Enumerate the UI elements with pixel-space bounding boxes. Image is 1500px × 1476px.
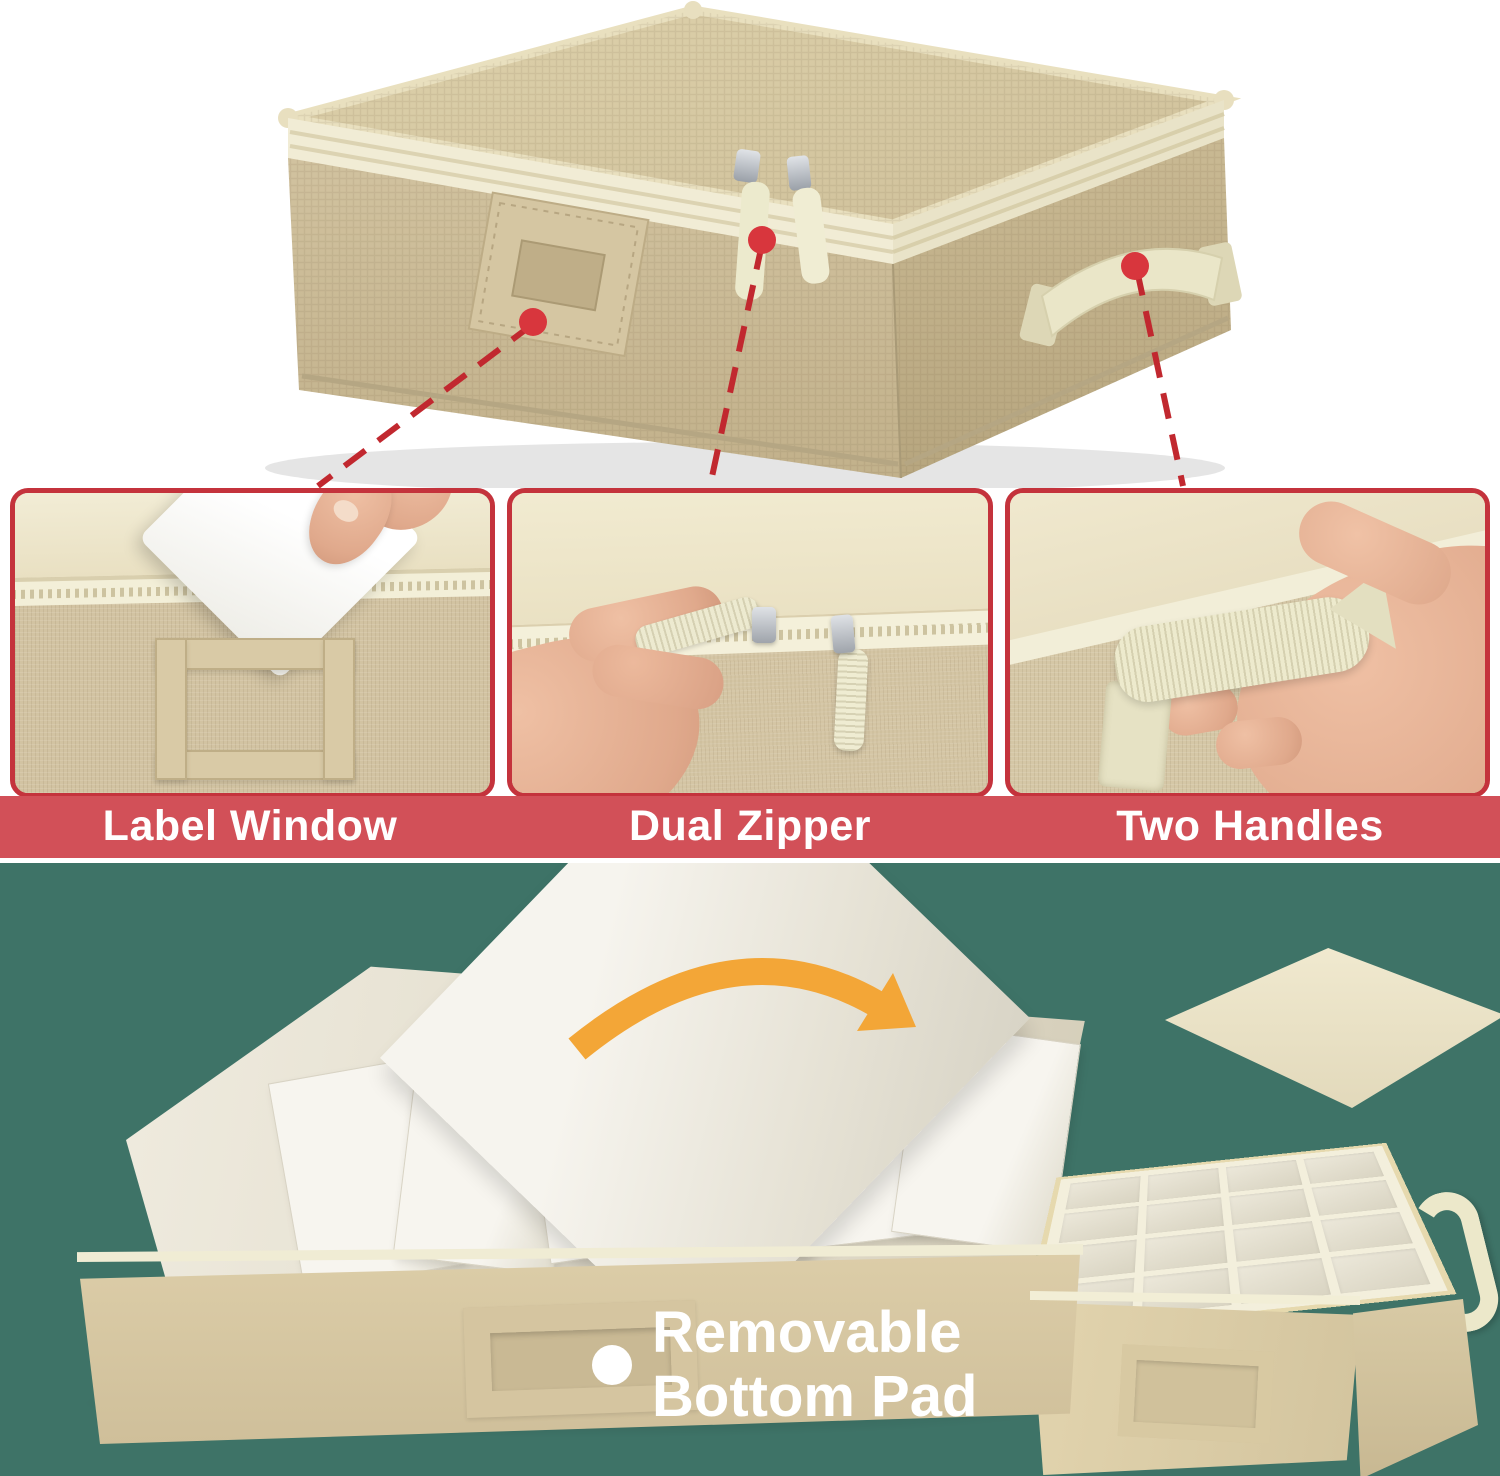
box-corner-seam <box>892 263 902 479</box>
label-window <box>467 191 650 358</box>
box-shadow <box>265 442 1225 488</box>
box-with-divider-grid <box>1015 948 1500 1476</box>
red-dot-marker-two-handles <box>1121 252 1149 280</box>
grid-cell <box>1232 1221 1321 1262</box>
grid-cell <box>1147 1167 1221 1202</box>
grid-cell <box>1058 1205 1139 1244</box>
red-dot-marker-label-window <box>519 308 547 336</box>
red-dot-marker-dual-zipper <box>748 226 776 254</box>
connector-label-window <box>316 321 535 488</box>
label-window <box>1117 1344 1275 1444</box>
banner-label-label-window: Label Window <box>102 802 398 850</box>
zipper-rim-side <box>893 100 1224 266</box>
banner-label-dual-zipper: Dual Zipper <box>628 802 872 850</box>
open-box-with-pad <box>35 863 1135 1444</box>
bottom-section: Removable Bottom Pad <box>0 863 1500 1476</box>
feature-panel-label-window <box>10 488 496 798</box>
grid-cell <box>1303 1151 1385 1184</box>
box-lid-texture <box>288 10 1224 224</box>
zipper-coil-lines <box>892 112 1225 254</box>
feature-panels <box>0 488 1500 798</box>
zipper-slider <box>830 614 856 654</box>
label-pocket-right <box>323 638 355 780</box>
grid-cell <box>1320 1211 1413 1253</box>
storage-box-illustration <box>265 1 1242 488</box>
zipper-coil-lines <box>289 130 894 254</box>
feature-banner: Label Window Dual Zipper Two Handles <box>0 796 1500 863</box>
curved-arrow-icon <box>552 911 942 1081</box>
grid-cell <box>1225 1159 1303 1193</box>
label-pocket-top <box>155 638 355 670</box>
box-side-face <box>1353 1299 1478 1476</box>
lid-corner-tuft <box>684 1 702 19</box>
label-pocket-bottom <box>155 750 355 780</box>
grid-cell <box>1143 1230 1228 1272</box>
grid-cell <box>1229 1188 1311 1225</box>
zipper-slider <box>752 607 777 643</box>
grid-cell <box>1330 1248 1431 1294</box>
handle-strap <box>1019 242 1242 347</box>
bottom-caption: Removable Bottom Pad <box>652 1301 977 1429</box>
feature-connectors <box>316 243 1186 488</box>
grid-cell <box>1145 1197 1224 1235</box>
caption-line-1: Removable <box>652 1300 962 1365</box>
bottom-binding-stitch <box>301 315 1230 467</box>
feature-panel-two-handles <box>1004 488 1490 798</box>
connector-two-handles <box>1134 269 1186 487</box>
grid-cell <box>1065 1176 1141 1210</box>
hero-photo-closed-box <box>0 0 1500 488</box>
banner-label-two-handles: Two Handles <box>1116 802 1384 850</box>
label-pocket-left <box>155 638 187 780</box>
feature-panel-dual-zipper <box>507 488 993 798</box>
zipper-pull-tab-hanging <box>833 648 869 752</box>
bullet-dot-icon <box>592 1345 632 1385</box>
caption-line-2: Bottom Pad <box>652 1364 978 1429</box>
grid-cell <box>1311 1179 1398 1216</box>
